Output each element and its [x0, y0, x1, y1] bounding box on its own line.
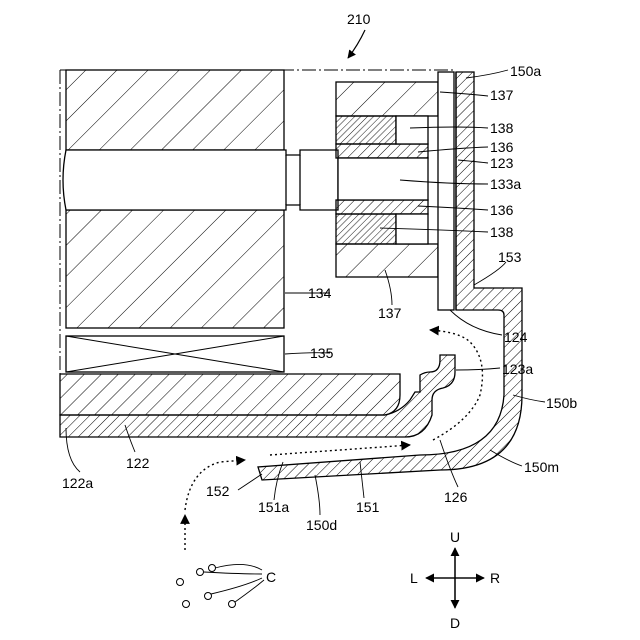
- ring-136-top: [336, 144, 428, 158]
- label-150m: 150m: [524, 459, 559, 475]
- label-123a: 123a: [502, 361, 533, 377]
- label-124: 124: [504, 329, 528, 345]
- label-150b: 150b: [546, 395, 577, 411]
- bearing-holder-137-top: [336, 82, 438, 116]
- partition-123: [438, 72, 454, 310]
- compass-down: D: [450, 615, 460, 631]
- label-138-top: 138: [490, 120, 514, 136]
- label-137-top: 137: [490, 87, 514, 103]
- label-133a: 133a: [490, 176, 521, 192]
- ring-136-bottom: [336, 200, 428, 214]
- label-137-bottom: 137: [378, 305, 402, 321]
- label-134: 134: [308, 285, 332, 301]
- label-136-top: 136: [490, 139, 514, 155]
- label-150a: 150a: [510, 63, 541, 79]
- label-122a: 122a: [62, 475, 93, 491]
- label-210: 210: [347, 11, 371, 27]
- shaft: [63, 150, 338, 210]
- compass-left: L: [410, 570, 418, 586]
- label-150d: 150d: [306, 517, 337, 533]
- label-151: 151: [356, 499, 380, 515]
- stator-core-upper: [66, 70, 284, 150]
- hub-133a: [338, 158, 428, 200]
- label-135: 135: [310, 345, 334, 361]
- label-151a: 151a: [258, 499, 289, 515]
- label-136-bottom: 136: [490, 202, 514, 218]
- label-122: 122: [126, 455, 150, 471]
- label-138-bottom: 138: [490, 224, 514, 240]
- particles-c: [177, 565, 236, 608]
- label-153: 153: [498, 249, 522, 265]
- label-123: 123: [490, 155, 514, 171]
- label-152: 152: [206, 483, 230, 499]
- compass-up: U: [450, 529, 460, 545]
- magnet-138-bottom: [336, 214, 396, 244]
- partition-wall-bottom: [60, 374, 400, 415]
- bearing-holder-137-bottom: [336, 244, 438, 277]
- stator-core-lower: [66, 210, 284, 328]
- magnet-138-top: [336, 116, 396, 144]
- hub-plate: [396, 116, 428, 144]
- coil-135: [66, 336, 284, 372]
- direction-compass: [426, 548, 484, 608]
- label-126: 126: [444, 489, 468, 505]
- compass-right: R: [490, 570, 500, 586]
- label-c: C: [266, 569, 276, 585]
- reference-210-arrow: [348, 30, 365, 58]
